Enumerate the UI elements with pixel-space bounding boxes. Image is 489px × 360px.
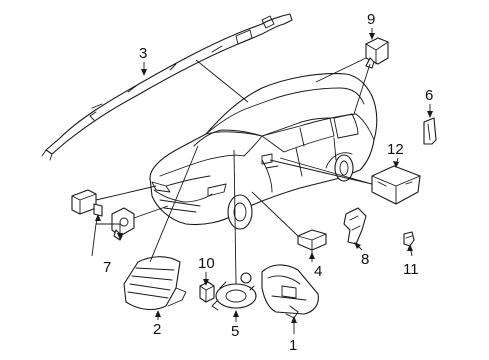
clockspring-part-5 (211, 272, 257, 311)
callout-4: 4 (314, 263, 322, 280)
callout-8: 8 (361, 251, 369, 268)
sensor-part-10 (199, 281, 215, 303)
callout-6: 6 (425, 87, 433, 104)
curtain-airbag-part (41, 13, 293, 161)
callout-1: 1 (289, 337, 297, 354)
callout-labels: 3 9 6 12 7 4 8 11 10 2 5 1 (103, 11, 433, 354)
sensor-strip-part-6 (423, 117, 437, 145)
impact-sensor-part-9 (365, 37, 389, 69)
callout-7: 7 (103, 259, 111, 276)
leader-lines (91, 28, 433, 334)
control-module-part-12 (371, 165, 421, 205)
callout-9: 9 (367, 11, 375, 28)
callout-5: 5 (231, 323, 239, 340)
clip-part-11 (403, 231, 415, 247)
passenger-airbag-part-2 (123, 256, 187, 311)
sensor-part-8 (343, 207, 367, 245)
callout-3: 3 (139, 45, 147, 62)
side-sensor-part-7 (71, 189, 135, 241)
callout-11: 11 (403, 261, 419, 278)
callout-2: 2 (153, 321, 161, 338)
sensor-part-4 (297, 229, 327, 251)
vehicle-illustration (149, 73, 378, 230)
callout-10: 10 (198, 255, 215, 272)
callout-12: 12 (387, 141, 404, 158)
driver-airbag-part-1 (261, 264, 319, 319)
